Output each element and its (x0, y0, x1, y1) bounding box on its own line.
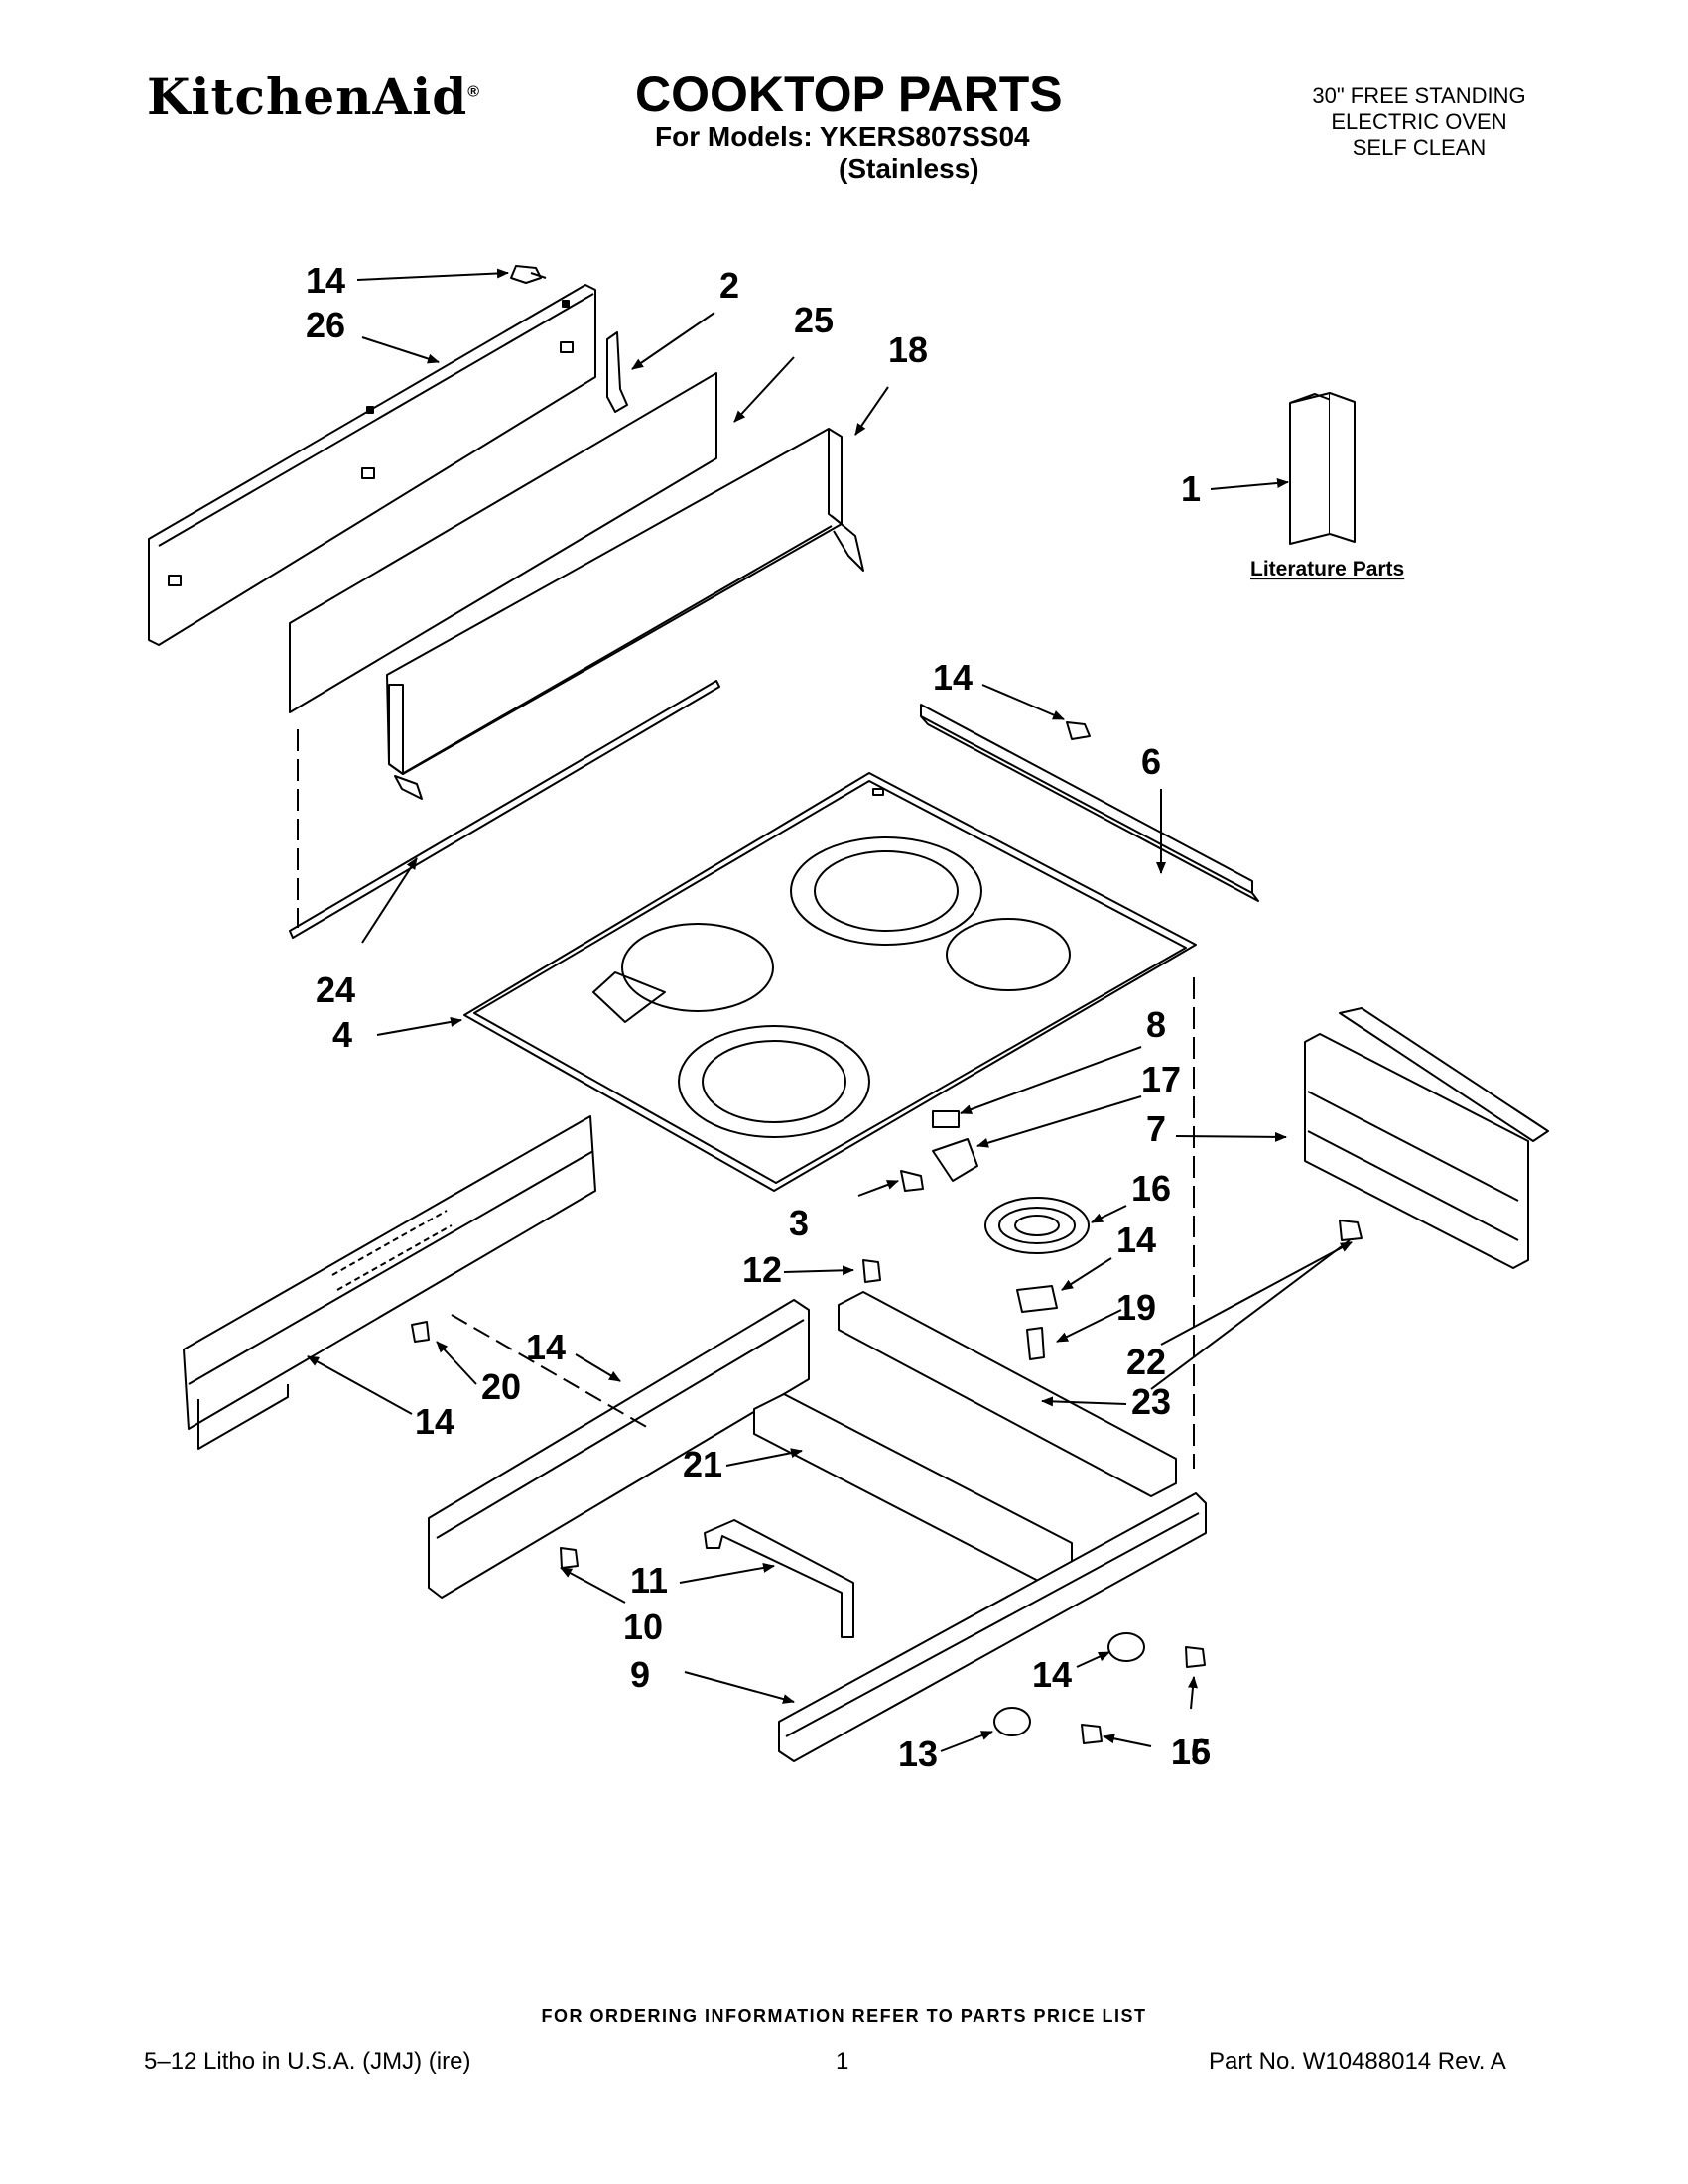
rear-rail (838, 1291, 1177, 1497)
left-bracket (183, 1115, 596, 1450)
callout-14: 14 (306, 260, 345, 301)
callout-20: 20 (481, 1366, 521, 1407)
callout-3: 3 (789, 1203, 809, 1243)
trim-strip (289, 680, 720, 939)
back-panel (148, 284, 596, 646)
spec-line-3: SELF CLEAN (1352, 135, 1487, 160)
spec-line-2: ELECTRIC OVEN (1331, 109, 1507, 134)
bottom-rail (778, 1492, 1207, 1762)
callout-19: 19 (1116, 1287, 1156, 1328)
model-number: For Models: YKERS807SS04 (655, 121, 1030, 152)
registered-mark: ® (467, 83, 481, 101)
console-panel (289, 372, 717, 713)
callout-6: 6 (1141, 741, 1161, 782)
callout-21: 21 (683, 1444, 722, 1484)
exploded-parts-diagram: 1426225181146244817731612141922142014232… (148, 260, 1549, 1774)
leader-arrows (307, 268, 1353, 1752)
callout-22: 22 (1126, 1342, 1166, 1382)
brand-name: KitchenAid (147, 67, 468, 126)
callout-8: 8 (1146, 1004, 1166, 1045)
callout-14: 14 (1116, 1220, 1156, 1260)
page-number: 1 (836, 2048, 849, 2075)
callout-14: 14 (1032, 1654, 1072, 1695)
bracket (606, 331, 628, 413)
callout-9: 9 (630, 1654, 650, 1695)
callout-15: 15 (1171, 1732, 1211, 1772)
ordering-note: FOR ORDERING INFORMATION REFER TO PARTS … (541, 2006, 1147, 2026)
callout-14: 14 (415, 1401, 454, 1442)
spec-line-1: 30" FREE STANDING (1312, 83, 1526, 108)
surface-element (984, 1197, 1090, 1254)
right-bracket (1304, 1033, 1529, 1269)
gasket-strip (1339, 1007, 1549, 1142)
callout-12: 12 (742, 1249, 782, 1290)
callout-18: 18 (888, 329, 928, 370)
litho-info: 5–12 Litho in U.S.A. (JMJ) (ire) (144, 2048, 471, 2075)
literature-parts-label: Literature Parts (1250, 558, 1404, 580)
screw-top (510, 265, 547, 284)
brand-logo: KitchenAid® (147, 67, 480, 126)
page-title: COOKTOP PARTS (635, 66, 1063, 122)
callout-2: 2 (719, 265, 739, 306)
callout-17: 17 (1141, 1059, 1181, 1099)
callout-10: 10 (623, 1606, 663, 1647)
callout-14: 14 (526, 1327, 566, 1367)
front-rail (428, 1299, 810, 1599)
callout-23: 23 (1131, 1381, 1171, 1422)
callout-13: 13 (898, 1734, 938, 1774)
callout-11: 11 (630, 1560, 668, 1601)
callout-1: 1 (1181, 468, 1201, 509)
callout-26: 26 (306, 305, 345, 345)
callout-4: 4 (332, 1014, 352, 1055)
switch-housing (932, 1138, 978, 1182)
callout-25: 25 (794, 300, 834, 340)
callout-16: 16 (1131, 1168, 1171, 1209)
bracket-handle (704, 1519, 854, 1638)
callout-16: 16 (1171, 1732, 1211, 1772)
trim-frame (386, 428, 864, 800)
model-finish: (Stainless) (839, 153, 979, 184)
cooktop-glass (463, 772, 1197, 1192)
switch-part (932, 1110, 960, 1128)
callout-7: 7 (1146, 1108, 1166, 1149)
callout-14: 14 (933, 657, 973, 698)
callout-24: 24 (316, 969, 355, 1010)
part-number: Part No. W10488014 Rev. A (1209, 2048, 1506, 2075)
